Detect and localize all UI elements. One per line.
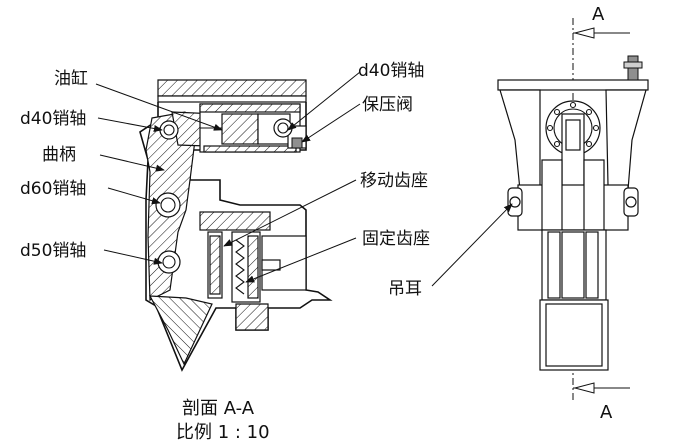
pin-d60-inner (160, 197, 176, 213)
leader-moving-tooth-seat (223, 179, 357, 247)
caption-scale: 比例 1 : 10 (176, 422, 270, 443)
side-top-plate (497, 79, 649, 91)
leader-pin-d50 (103, 249, 163, 265)
cylinder-housing-bottom (203, 145, 297, 153)
leader-crank (99, 154, 165, 172)
side-frame-left (499, 89, 541, 191)
side-mid-plate-left (541, 159, 563, 231)
label-lifting-lug: 吊耳 (388, 279, 422, 299)
section-view (139, 79, 333, 372)
label-pin-d50: d50销轴 (20, 241, 86, 261)
label-oil-cylinder: 油缸 (54, 68, 88, 89)
side-top-nut (623, 61, 643, 69)
section-arrow-top (573, 27, 595, 39)
pin-d60 (155, 192, 181, 218)
caption-section: 剖面 A-A (182, 398, 255, 419)
leader-pin-d40-right (287, 71, 361, 131)
moving-tooth-seat-teeth (207, 231, 223, 299)
pin-d40-left-inner (163, 124, 175, 136)
side-view (497, 18, 649, 400)
fixed-tooth-seat (231, 231, 261, 303)
left-leaders (95, 71, 361, 283)
top-frame-lower-plate (157, 95, 307, 103)
right-bolt (261, 259, 281, 271)
leader-pressure-valve (301, 103, 361, 143)
side-jaw-plate-left (547, 231, 561, 299)
lifting-lug-right-hole (625, 196, 637, 208)
top-frame-plate (157, 79, 307, 97)
side-bottom-inner (545, 303, 603, 367)
label-pressure-valve: 保压阀 (362, 95, 413, 115)
side-mid-plate-right (583, 159, 605, 231)
cylinder-piston-block (221, 113, 259, 145)
label-moving-tooth-seat: 移动齿座 (360, 171, 428, 191)
leader-fixed-tooth-seat (245, 237, 357, 283)
pin-d40-left (159, 120, 179, 140)
lower-jaw (148, 295, 213, 366)
label-crank: 曲柄 (42, 145, 76, 165)
label-fixed-tooth-seat: 固定齿座 (362, 229, 430, 249)
flange-bolts (546, 101, 600, 155)
side-jaw-center (561, 231, 585, 299)
cylinder-housing-top (199, 103, 301, 113)
leader-oil-cylinder (95, 83, 223, 131)
moving-seat-lower (235, 303, 269, 331)
side-mid-body (517, 184, 629, 231)
label-pin-d40-left: d40销轴 (20, 109, 86, 129)
label-pin-d60: d60销轴 (20, 179, 86, 199)
pin-d50-inner (162, 255, 176, 269)
clevis-upper (565, 119, 581, 151)
section-letter-bottom: A (600, 402, 613, 423)
label-pin-d40-right: d40销轴 (358, 61, 424, 81)
side-jaw-plate-right (585, 231, 599, 299)
leader-lifting-lug (431, 203, 513, 287)
section-letter-top: A (592, 4, 605, 25)
leader-pin-d40-left (97, 117, 163, 133)
main-body-outline (139, 102, 333, 372)
pressure-valve-stem (291, 137, 303, 149)
side-frame-right (605, 89, 647, 191)
lifting-lug-left-hole (509, 196, 521, 208)
section-arrow-bottom (573, 382, 595, 394)
pin-d40-right (273, 118, 293, 138)
leader-pin-d60 (107, 187, 161, 205)
pin-d50 (157, 250, 181, 274)
moving-tooth-seat-body (199, 211, 271, 231)
